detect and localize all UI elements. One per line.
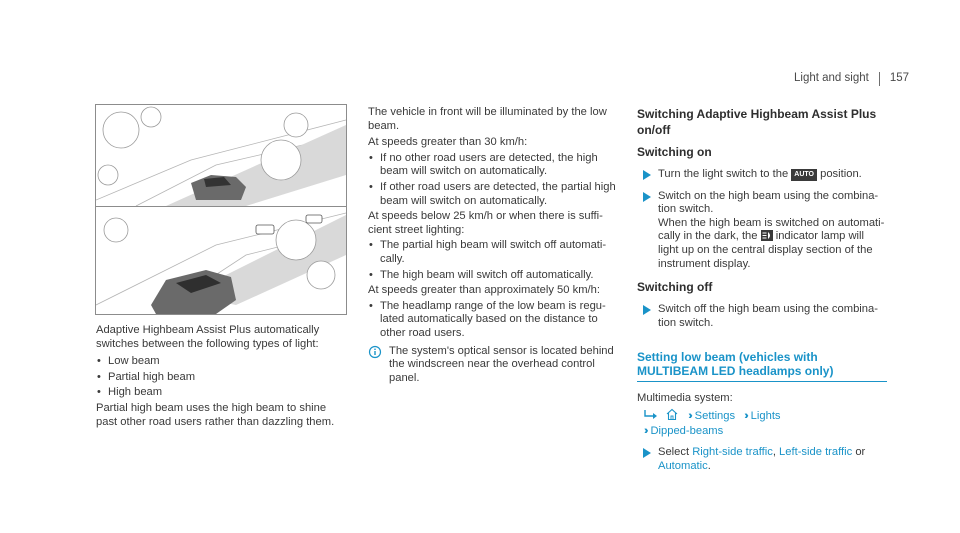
option-right-side-traffic[interactable]: Right-side traffic <box>692 446 773 459</box>
action-step: Turn the light switch to the AUTO positi… <box>637 168 887 182</box>
option-automatic[interactable]: Automatic <box>658 459 708 472</box>
paragraph: At speeds greater than approximately 50 … <box>368 284 600 297</box>
action-step: Switch off the high beam using the combi… <box>637 303 887 330</box>
multimedia-label: Multimedia system: <box>637 392 733 405</box>
subheading-switching-on: Switching on <box>637 145 712 159</box>
home-icon[interactable] <box>665 408 679 421</box>
bullet-list: If no other road users are detected, the… <box>368 152 618 208</box>
tree-icon <box>306 260 336 290</box>
partial-text: Partial high beam uses the high beam to … <box>96 401 335 428</box>
paragraph: At speeds below 25 km/h or when there is… <box>368 210 603 236</box>
step-text: Switch off the high beam using the combi… <box>658 303 878 329</box>
chevron-right-icon: ›› <box>644 424 650 437</box>
list-item: If other road users are detected, the pa… <box>368 181 618 208</box>
list-item: Partial high beam <box>96 371 346 385</box>
page-number: 157 <box>889 72 909 85</box>
light-types-list: Low beam Partial high beam High beam <box>96 355 346 400</box>
column-1: Adaptive Highbeam Assist Plus automatica… <box>96 324 346 429</box>
car-icon <box>191 175 246 200</box>
section-title: Light and sight <box>794 72 869 85</box>
chevron-right-icon: ›› <box>688 409 694 422</box>
list-item: The partial high beam will switch off au… <box>368 239 618 266</box>
car-icon <box>255 214 323 235</box>
section-heading: Switching Adaptive Highbeam Assist Plus … <box>637 107 877 137</box>
option-left-side-traffic[interactable]: Left-side traffic <box>779 446 853 459</box>
step-text: When the high beam is switched on automa… <box>658 216 885 243</box>
list-item: The high beam will switch off automatica… <box>368 269 618 283</box>
figure-divider <box>96 206 346 207</box>
bullet-list: The partial high beam will switch off au… <box>368 239 618 282</box>
tree-icon <box>97 164 119 186</box>
action-arrow-icon <box>643 448 651 459</box>
menu-lights[interactable]: Lights <box>750 409 781 422</box>
bullet-list: The headlamp range of the low beam is re… <box>368 300 618 341</box>
paragraph: At speeds greater than 30 km/h: <box>368 136 528 149</box>
tree-icon <box>260 139 302 181</box>
paragraph: The vehicle in front will be illuminated… <box>368 106 607 132</box>
page-header: Light and sight 157 <box>794 72 909 86</box>
list-item: High beam <box>96 386 346 400</box>
car-icon <box>151 270 236 314</box>
beam-cone-top <box>166 125 346 206</box>
action-step: Select Right-side traffic, Left-side tra… <box>637 446 887 473</box>
illustration-figure <box>95 104 347 315</box>
info-icon <box>368 345 382 358</box>
section-heading-blue: Setting low beam (vehicles with MULTIBEA… <box>637 350 834 379</box>
step-text: indicator lamp will light up on the cent… <box>658 230 873 270</box>
low-beam-section: Setting low beam (vehicles with MULTIBEA… <box>637 350 887 383</box>
highbeam-illustration <box>96 106 346 314</box>
step-text: Turn the light switch to the <box>658 168 789 180</box>
note-text: The system's optical sensor is located b… <box>389 344 614 384</box>
tree-icon <box>103 217 129 243</box>
menu-path: ››Settings ››Lights ››Dipped-beams <box>637 408 887 438</box>
action-arrow-icon <box>643 305 651 316</box>
note-block: The system's optical sensor is located b… <box>368 345 618 386</box>
path-arrow-icon <box>644 409 657 419</box>
tree-icon <box>102 111 140 149</box>
action-arrow-icon <box>643 191 651 202</box>
header-divider <box>878 72 880 86</box>
subheading-switching-off: Switching off <box>637 280 713 295</box>
step-text: position. <box>820 168 862 180</box>
menu-dipped-beams[interactable]: Dipped-beams <box>650 424 724 437</box>
list-item: The headlamp range of the low beam is re… <box>368 300 618 341</box>
menu-settings[interactable]: Settings <box>694 409 736 422</box>
tree-icon <box>275 219 317 261</box>
intro-text: Adaptive Highbeam Assist Plus automatica… <box>96 324 320 350</box>
column-3: Switching Adaptive Highbeam Assist Plus … <box>637 106 887 473</box>
tree-icon <box>283 112 309 138</box>
chevron-right-icon: ›› <box>744 409 750 422</box>
auto-key-icon: AUTO <box>791 169 817 181</box>
list-item: Low beam <box>96 355 346 369</box>
action-step: Switch on the high beam using the combin… <box>637 190 887 272</box>
step-text: Switch on the high beam using the combin… <box>658 189 879 216</box>
tree-icon <box>140 106 162 128</box>
column-2: The vehicle in front will be illuminated… <box>368 106 618 385</box>
list-item: If no other road users are detected, the… <box>368 152 618 179</box>
step-text: Select <box>658 446 690 459</box>
high-beam-indicator-icon <box>760 230 773 242</box>
action-arrow-icon <box>643 170 651 180</box>
heading-underline <box>637 381 887 383</box>
